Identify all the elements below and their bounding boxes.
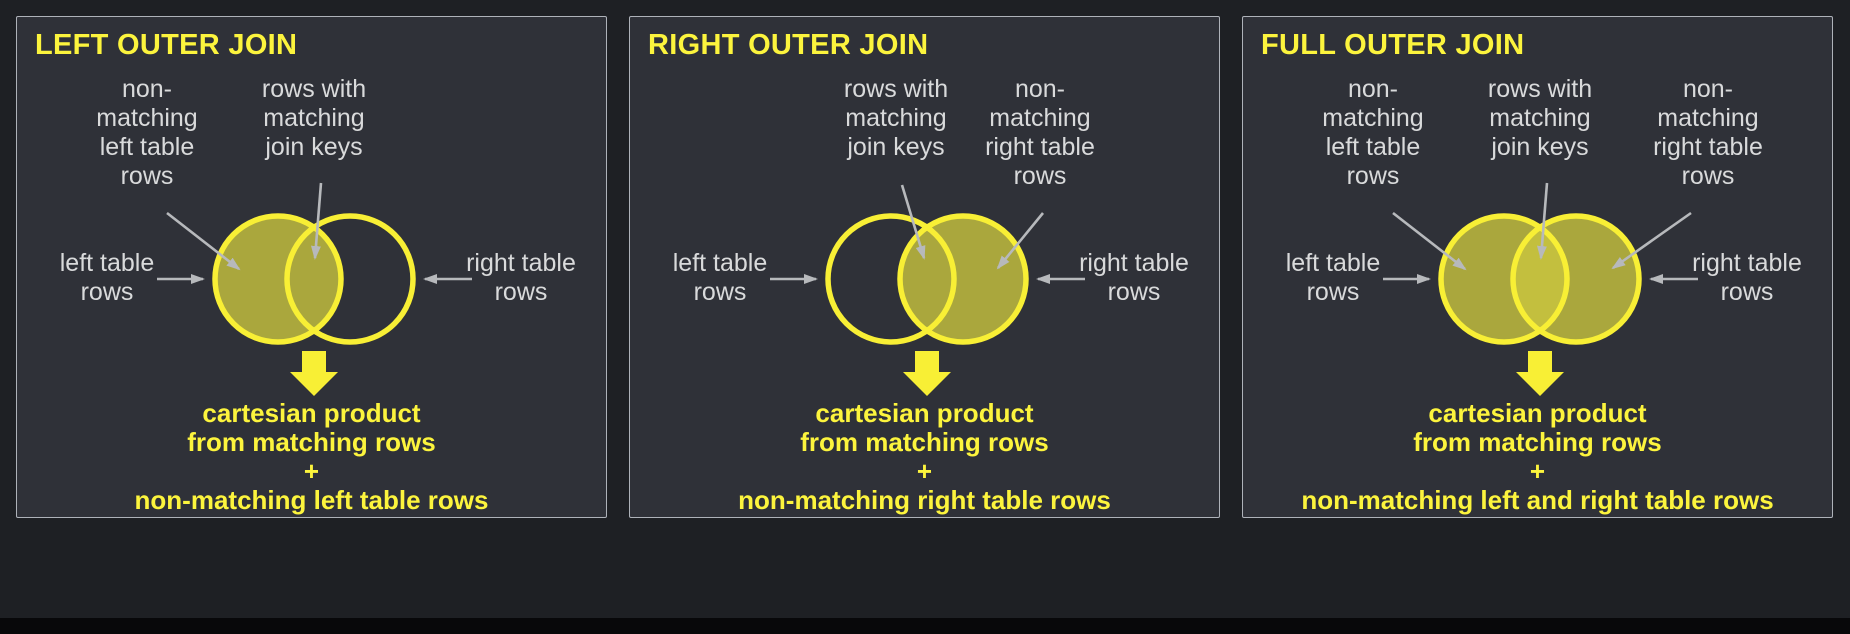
label-matching-join-keys: rows with matching join keys: [261, 75, 367, 161]
venn-right-circle-outline: [284, 213, 416, 345]
label-left-table-rows: left table rows: [672, 249, 768, 306]
label-left-table-rows: left table rows: [1285, 249, 1381, 306]
arrow-non-matching-left: [1392, 211, 1467, 271]
arrow-matching-join-keys: [900, 184, 926, 260]
venn-left-circle-outline: [1438, 213, 1570, 345]
panel-title: RIGHT OUTER JOIN: [648, 29, 929, 61]
label-matching-join-keys: rows with matching join keys: [843, 75, 949, 161]
arrow-non-matching-left: [166, 211, 241, 271]
label-non-matching-right-rows: non- matching right table rows: [985, 75, 1095, 190]
down-arrow-icon: [1516, 351, 1564, 396]
venn-right-circle-outline: [897, 213, 1029, 345]
venn-right-circle-fill: [900, 216, 1026, 342]
panel-title: LEFT OUTER JOIN: [35, 29, 298, 61]
venn-diagram: [1383, 182, 1698, 396]
panel-full-outer-join: FULL OUTER JOIN non- matching left table…: [1242, 16, 1833, 518]
venn-right-circle-outline: [1510, 213, 1642, 345]
venn-left-circle-outline: [212, 213, 344, 345]
arrow-non-matching-right: [1611, 211, 1692, 270]
label-right-table-rows: right table rows: [1079, 249, 1189, 306]
label-left-table-rows: left table rows: [59, 249, 155, 306]
result-caption: cartesian product from matching rows + n…: [134, 398, 489, 515]
down-arrow-icon: [903, 351, 951, 396]
label-non-matching-right-rows: non- matching right table rows: [1653, 75, 1763, 190]
label-right-table-rows: right table rows: [466, 249, 576, 306]
panel-right-outer-join: RIGHT OUTER JOIN rows with matching join…: [629, 16, 1220, 518]
label-matching-join-keys: rows with matching join keys: [1487, 75, 1593, 161]
join-diagrams: LEFT OUTER JOIN non- matching left table…: [16, 16, 1833, 518]
venn-diagram: [770, 184, 1085, 396]
venn-left-circle-fill: [215, 216, 341, 342]
bottom-strip: [0, 618, 1850, 634]
result-caption: cartesian product from matching rows + n…: [1301, 398, 1774, 515]
down-arrow-icon: [290, 351, 338, 396]
panel-title: FULL OUTER JOIN: [1261, 29, 1525, 61]
panel-left-outer-join: LEFT OUTER JOIN non- matching left table…: [16, 16, 607, 518]
venn-left-circle-outline: [825, 213, 957, 345]
arrow-matching-join-keys: [310, 182, 323, 260]
arrow-matching-join-keys: [1536, 182, 1549, 260]
arrow-non-matching-right: [996, 212, 1045, 270]
label-non-matching-left-rows: non- matching left table rows: [96, 75, 198, 190]
result-caption: cartesian product from matching rows + n…: [738, 398, 1111, 515]
venn-diagram: [157, 182, 472, 396]
label-right-table-rows: right table rows: [1692, 249, 1802, 306]
label-non-matching-left-rows: non- matching left table rows: [1322, 75, 1424, 190]
